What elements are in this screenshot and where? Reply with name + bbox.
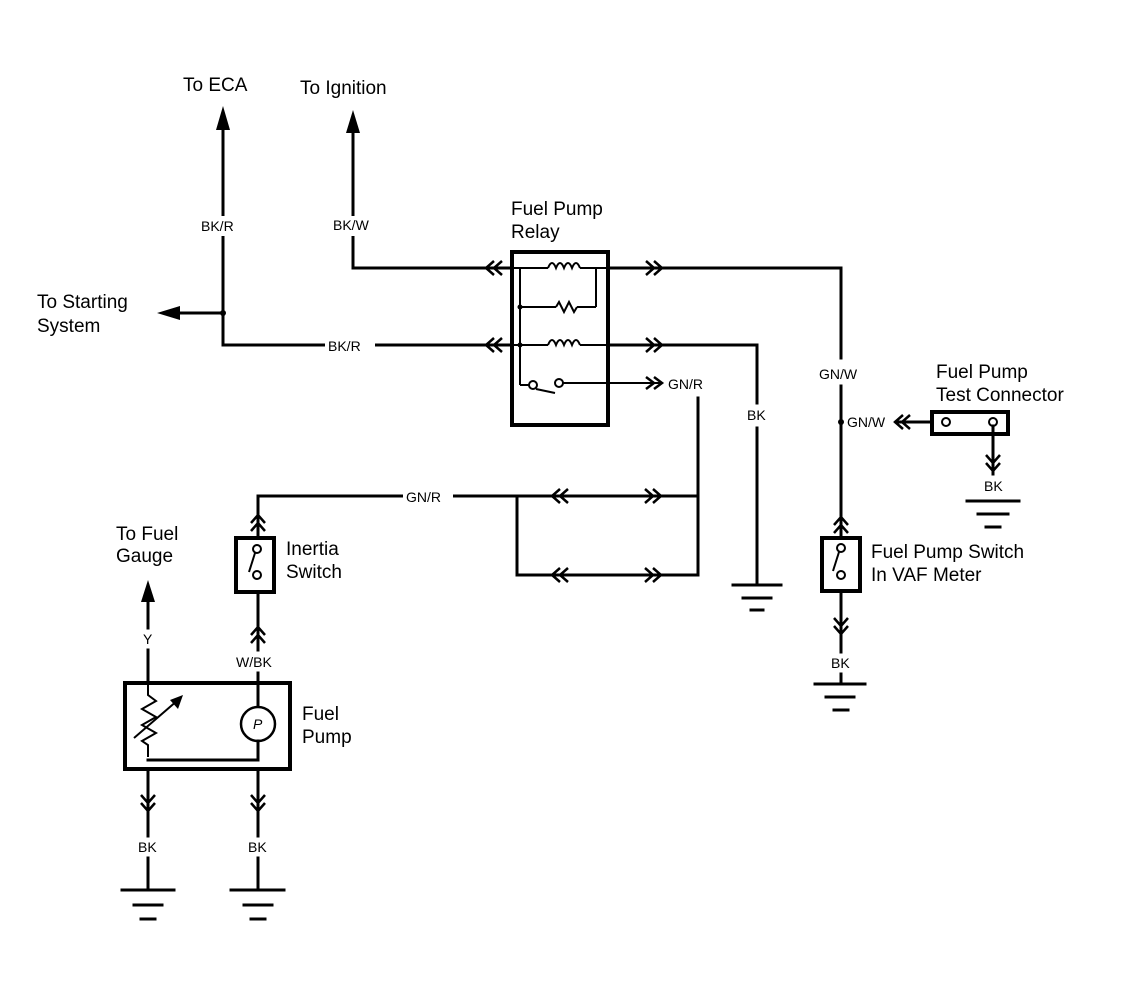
connector-chevron-icon	[833, 523, 849, 534]
variable-resistor-icon	[139, 683, 159, 757]
relay-housing	[510, 250, 610, 427]
vaf-switch: Fuel Pump Switch In VAF Meter BK	[813, 536, 1024, 712]
relay-outputs: BK GN/R	[606, 260, 843, 612]
fuel-pump-label-1: Fuel	[302, 704, 339, 725]
connector-chevron-icon	[985, 462, 1001, 473]
connector-chevron-icon	[653, 376, 665, 390]
vaf-label-2: In VAF Meter	[871, 565, 982, 586]
test-connector-housing[interactable]	[930, 410, 1010, 436]
inertia-switch-housing	[234, 536, 276, 594]
connector-chevron-icon	[653, 260, 664, 276]
vaf-ground-wire-color: BK	[831, 655, 850, 671]
ignition-arrow-icon	[346, 110, 360, 133]
switch-contact-icon	[252, 570, 262, 580]
eca-branch: To ECA BK/R To Starting System BK/R	[37, 75, 514, 354]
connector-chevron-icon	[653, 337, 664, 353]
connector-chevron-icon	[558, 488, 569, 504]
gnr-harness: GN/R	[250, 488, 700, 583]
coil-icon	[547, 339, 581, 348]
connector-chevron-icon	[484, 260, 495, 276]
connector-chevron-icon	[550, 567, 561, 583]
gnw-circuit: GN/W GN/W Fuel Pump Test Connector BK	[819, 362, 1064, 540]
splice-dot	[838, 419, 844, 425]
gauge-arrow-icon	[141, 580, 155, 602]
inertia-label-1: Inertia	[286, 539, 339, 560]
connector-chevron-icon	[250, 521, 266, 532]
vaf-label-1: Fuel Pump Switch	[871, 542, 1024, 563]
test-connector-label-1: Fuel Pump	[936, 362, 1028, 383]
connector-chevron-icon	[833, 515, 849, 526]
pump-motor-symbol: P	[253, 716, 263, 732]
relay-label-2: Relay	[511, 222, 560, 243]
eca-wire-color: BK/R	[201, 218, 234, 234]
resistor-icon	[555, 299, 578, 315]
connector-chevron-icon	[558, 567, 569, 583]
connector-chevron-icon	[250, 633, 266, 644]
connector-chevron-icon	[250, 794, 266, 805]
relay-ground-wire-color: BK	[747, 407, 766, 423]
to-starting-label-2: System	[37, 316, 100, 337]
connector-chevron-icon	[492, 260, 503, 276]
relay-in-wire-color: BK/R	[328, 338, 361, 354]
connector-chevron-icon	[492, 337, 503, 353]
splice-dot	[220, 310, 226, 316]
connector-chevron-icon	[484, 337, 495, 353]
inertia-label-2: Switch	[286, 562, 342, 583]
test-terminal-icon	[941, 417, 951, 427]
switch-contact-icon	[252, 544, 262, 554]
fuel-pump-assembly: To Fuel Gauge Y P Fuel Pump BK BK	[116, 524, 352, 921]
connector-chevron-icon	[250, 802, 266, 813]
to-eca-label: To ECA	[183, 75, 248, 96]
connector-chevron-icon	[250, 625, 266, 636]
eca-arrow-icon	[216, 106, 230, 130]
connector-chevron-icon	[645, 376, 657, 390]
connector-chevron-icon	[644, 488, 655, 504]
ignition-branch: To Ignition BK/W	[300, 78, 514, 276]
relay-contact-icon	[554, 378, 564, 388]
connector-chevron-icon	[550, 488, 561, 504]
relay-gnr-wire-color: GN/R	[668, 376, 703, 392]
connector-chevron-icon	[140, 802, 156, 813]
connector-chevron-icon	[833, 625, 849, 636]
fuel-pump-label-2: Pump	[302, 727, 352, 748]
connector-chevron-icon	[645, 337, 656, 353]
connector-chevron-icon	[985, 454, 1001, 465]
connector-chevron-icon	[645, 260, 656, 276]
coil-icon	[547, 262, 581, 271]
pump-feed-wire-color: W/BK	[236, 654, 272, 670]
fuel-pump-relay: Fuel Pump Relay	[510, 199, 610, 427]
connector-chevron-icon	[140, 794, 156, 805]
connector-chevron-icon	[652, 567, 663, 583]
gauge-ground-wire-color: BK	[138, 839, 157, 855]
variable-arrow-icon	[170, 695, 183, 709]
connector-chevron-icon	[833, 617, 849, 628]
to-fuel-gauge-label-2: Gauge	[116, 546, 173, 567]
switch-contact-icon	[836, 570, 846, 580]
connector-chevron-icon	[644, 567, 655, 583]
to-fuel-gauge-label-1: To Fuel	[116, 524, 178, 545]
relay-out-wire-color: GN/W	[819, 366, 858, 382]
to-ignition-label: To Ignition	[300, 78, 387, 99]
relay-contact-icon	[528, 380, 538, 390]
connector-chevron-icon	[250, 513, 266, 524]
fuel-pump-housing	[123, 681, 292, 771]
starting-arrow-icon	[157, 306, 180, 320]
ignition-wire-color: BK/W	[333, 217, 370, 233]
test-ground-wire-color: BK	[984, 478, 1003, 494]
to-starting-label-1: To Starting	[37, 292, 128, 313]
switch-contact-icon	[836, 543, 846, 553]
relay-label-1: Fuel Pump	[511, 199, 603, 220]
connector-chevron-icon	[652, 488, 663, 504]
inertia-feed-wire-color: GN/R	[406, 489, 441, 505]
pump-ground-wire-color: BK	[248, 839, 267, 855]
test-connector-label-2: Test Connector	[936, 385, 1064, 406]
test-conn-wire-color: GN/W	[847, 414, 886, 430]
gauge-wire-color: Y	[143, 631, 153, 647]
inertia-switch: Inertia Switch W/BK	[234, 536, 342, 685]
